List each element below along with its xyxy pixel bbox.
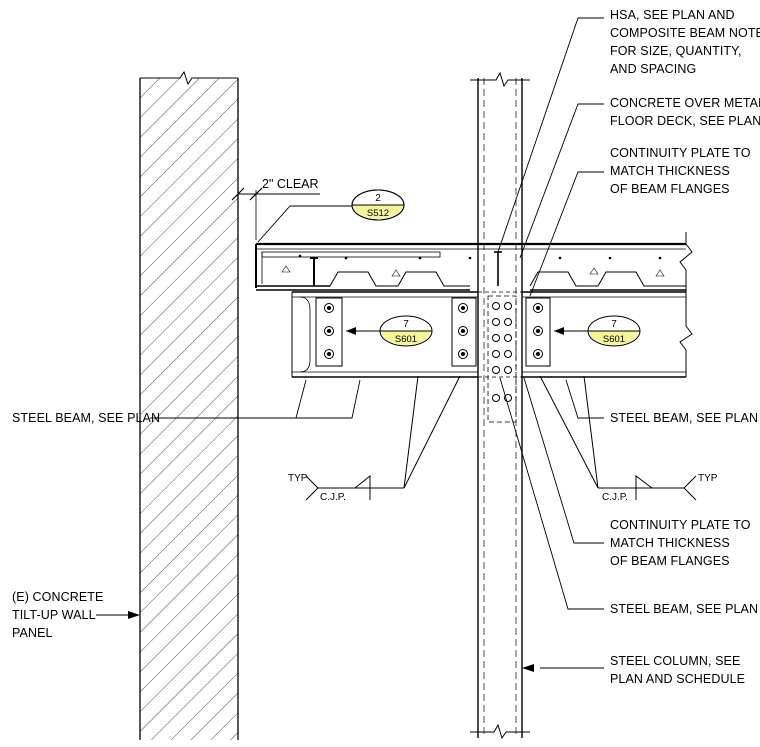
callout-right-sheet: S601 <box>603 334 625 345</box>
note-continuity-plate-top: CONTINUITY PLATE TO MATCH THICKNESS OF B… <box>610 146 751 196</box>
right-steel-beam <box>522 291 693 378</box>
clear-dimension: 2" CLEAR <box>231 177 320 240</box>
weld-right-cjp: C.J.P. <box>602 492 628 503</box>
tilt-up-wall-panel <box>139 70 239 740</box>
callout-right-number: 7 <box>611 319 617 330</box>
callout-left-sheet: S601 <box>395 334 417 345</box>
weld-symbol-right <box>539 375 697 501</box>
weld-left-cjp: C.J.P. <box>320 492 346 503</box>
note-continuity-plate-bottom: CONTINUITY PLATE TO MATCH THICKNESS OF B… <box>610 518 751 568</box>
column-shear-tab <box>451 291 522 423</box>
bolt-group <box>324 302 543 402</box>
steel-column <box>470 71 530 740</box>
callout-left-number: 7 <box>403 319 409 330</box>
clear-dimension-label: 2" CLEAR <box>262 177 319 191</box>
section-callout-right: 7 S601 <box>554 315 641 347</box>
leader-arrowheads <box>128 611 534 672</box>
note-steel-beam-left: STEEL BEAM, SEE PLAN <box>12 411 161 425</box>
note-wall-panel: (E) CONCRETE TILT-UP WALL PANEL <box>12 590 104 640</box>
weld-left-typ: TYP <box>288 473 308 484</box>
concrete-slab-deck <box>255 232 693 292</box>
weld-right-typ: TYP <box>698 473 718 484</box>
note-hsa: HSA, SEE PLAN AND COMPOSITE BEAM NOTES F… <box>610 8 760 76</box>
callout-top-number: 2 <box>375 193 381 204</box>
note-steel-column: STEEL COLUMN, SEE PLAN AND SCHEDULE <box>610 654 746 686</box>
section-callout-left: 7 S601 <box>346 315 433 347</box>
weld-symbol-left <box>305 375 461 501</box>
leader-lines <box>96 17 604 669</box>
section-callout-top: 2 S512 <box>257 189 405 243</box>
note-steel-beam-bottom: STEEL BEAM, SEE PLAN <box>610 602 759 616</box>
note-concrete-deck: CONCRETE OVER METAL FLOOR DECK, SEE PLAN <box>610 96 760 128</box>
left-steel-beam <box>291 291 478 378</box>
note-steel-beam-right: STEEL BEAM, SEE PLAN <box>610 411 759 425</box>
callout-top-sheet: S512 <box>367 208 389 219</box>
